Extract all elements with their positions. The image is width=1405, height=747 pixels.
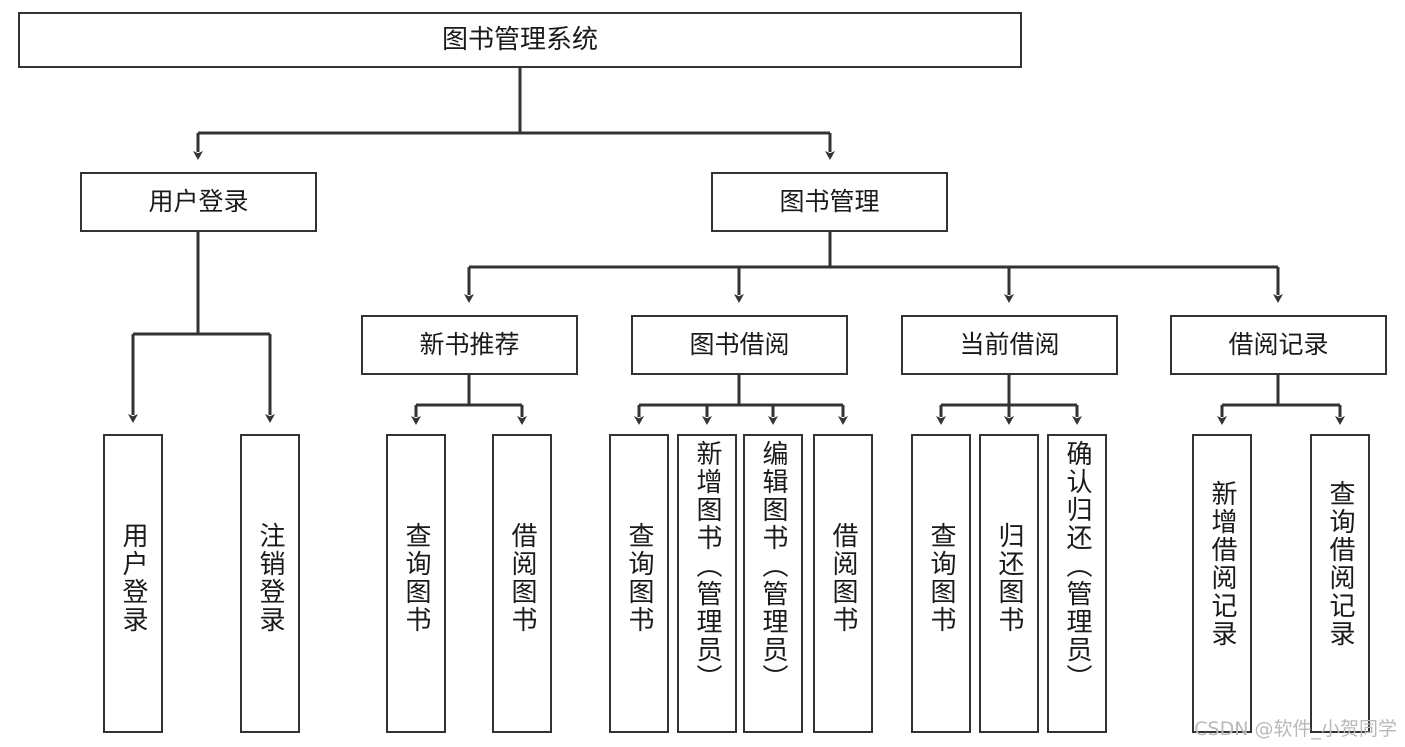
node-leaf-user-login-label: 用户登录 xyxy=(118,522,148,634)
node-user-login[interactable]: 用户登录 xyxy=(80,172,317,232)
node-book-manage-label: 图书管理 xyxy=(779,187,880,217)
node-leaf-query-book-2-label: 查询图书 xyxy=(624,522,654,634)
node-leaf-add-book-label: 新增图书（管理员） xyxy=(692,440,722,692)
node-leaf-return-book-label: 归还图书 xyxy=(994,522,1024,634)
node-user-login-label: 用户登录 xyxy=(148,187,249,217)
node-leaf-borrow-book-2-label: 借阅图书 xyxy=(828,522,858,634)
node-root[interactable]: 图书管理系统 xyxy=(18,12,1022,68)
node-borrow-record[interactable]: 借阅记录 xyxy=(1170,315,1387,375)
node-leaf-user-login[interactable]: 用户登录 xyxy=(103,434,163,733)
node-new-book-rec[interactable]: 新书推荐 xyxy=(361,315,578,375)
node-leaf-logout-label: 注销登录 xyxy=(255,522,285,634)
node-current-borrow-label: 当前借阅 xyxy=(959,330,1060,360)
node-current-borrow[interactable]: 当前借阅 xyxy=(901,315,1118,375)
node-leaf-borrow-book-2[interactable]: 借阅图书 xyxy=(813,434,873,733)
node-leaf-query-book-1-label: 查询图书 xyxy=(401,522,431,634)
node-book-borrow[interactable]: 图书借阅 xyxy=(631,315,848,375)
node-leaf-add-record-label: 新增借阅记录 xyxy=(1207,480,1237,648)
node-new-book-rec-label: 新书推荐 xyxy=(419,330,520,360)
node-leaf-confirm-return[interactable]: 确认归还（管理员） xyxy=(1047,434,1107,733)
node-leaf-query-book-2[interactable]: 查询图书 xyxy=(609,434,669,733)
node-root-label: 图书管理系统 xyxy=(441,24,598,55)
node-leaf-query-book-1[interactable]: 查询图书 xyxy=(386,434,446,733)
node-leaf-add-record[interactable]: 新增借阅记录 xyxy=(1192,434,1252,733)
node-leaf-add-book[interactable]: 新增图书（管理员） xyxy=(677,434,737,733)
node-leaf-return-book[interactable]: 归还图书 xyxy=(979,434,1039,733)
node-book-borrow-label: 图书借阅 xyxy=(689,330,790,360)
node-leaf-query-record-label: 查询借阅记录 xyxy=(1325,480,1355,648)
node-leaf-confirm-return-label: 确认归还（管理员） xyxy=(1062,440,1092,692)
node-book-manage[interactable]: 图书管理 xyxy=(711,172,948,232)
node-leaf-logout[interactable]: 注销登录 xyxy=(240,434,300,733)
node-leaf-edit-book[interactable]: 编辑图书（管理员） xyxy=(743,434,803,733)
node-leaf-edit-book-label: 编辑图书（管理员） xyxy=(758,440,788,692)
node-leaf-query-record[interactable]: 查询借阅记录 xyxy=(1310,434,1370,733)
node-borrow-record-label: 借阅记录 xyxy=(1228,330,1329,360)
node-leaf-borrow-book-1[interactable]: 借阅图书 xyxy=(492,434,552,733)
node-leaf-query-book-3[interactable]: 查询图书 xyxy=(911,434,971,733)
node-leaf-borrow-book-1-label: 借阅图书 xyxy=(507,522,537,634)
node-leaf-query-book-3-label: 查询图书 xyxy=(926,522,956,634)
